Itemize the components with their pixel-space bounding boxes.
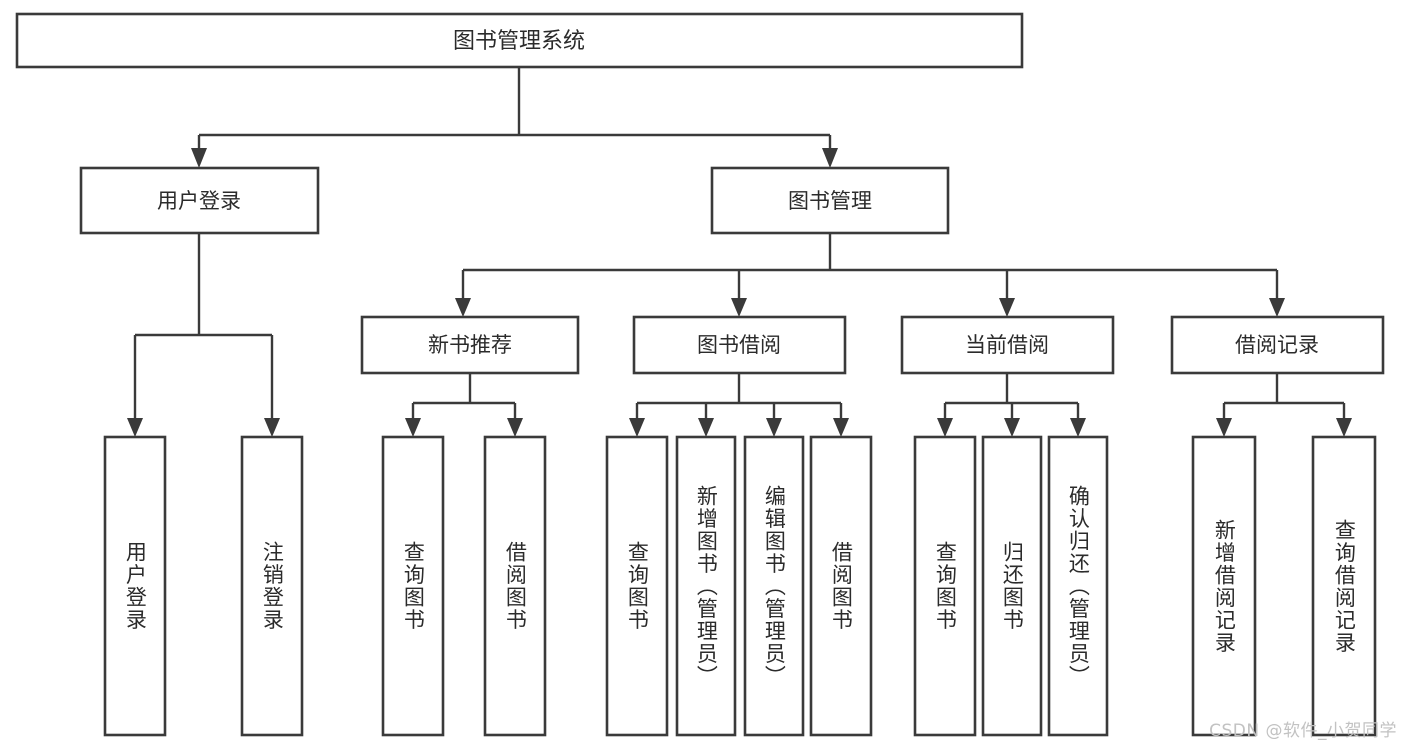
node-label-current-borrow: 当前借阅 — [965, 333, 1049, 357]
arrowhead-bb-leaf-4 — [833, 418, 849, 437]
node-label-new-book-recommend: 新书推荐 — [428, 333, 512, 357]
node-label-book-manage: 图书管理 — [788, 189, 872, 213]
arrowhead-nb-leaf-1 — [405, 418, 421, 437]
edges-new-book-to-leaves — [405, 373, 523, 437]
edges-root-to-level2 — [191, 67, 838, 168]
arrowhead-user-login — [191, 148, 207, 168]
node-box-new-book-recommend[interactable] — [360, 315, 580, 375]
edges-book-manage-to-level3 — [455, 233, 1285, 317]
leaf-box-user-login-0[interactable] — [103, 435, 167, 737]
node-box-root[interactable] — [15, 12, 1024, 69]
node-label-borrow-record: 借阅记录 — [1235, 333, 1319, 357]
arrowhead-book-manage — [822, 148, 838, 168]
node-label-user-login: 用户登录 — [157, 189, 241, 213]
leaf-box-current-borrow-0[interactable] — [913, 435, 977, 737]
arrowhead-cb-leaf-2 — [1004, 418, 1020, 437]
leaf-box-current-borrow-2[interactable] — [1047, 435, 1109, 737]
arrowhead-book-borrow — [731, 298, 747, 317]
arrowhead-bb-leaf-1 — [629, 418, 645, 437]
arrowhead-leaf-logout — [264, 418, 280, 437]
leaf-box-borrow-record-0[interactable] — [1191, 435, 1257, 737]
leaf-box-book-borrow-1[interactable] — [675, 435, 737, 737]
leaf-box-book-borrow-3[interactable] — [809, 435, 873, 737]
arrowhead-new-book-recommend — [455, 298, 471, 317]
node-box-book-borrow[interactable] — [632, 315, 847, 375]
node-box-user-login[interactable] — [79, 166, 320, 235]
node-label-root: 图书管理系统 — [453, 29, 585, 54]
leaf-box-user-login-1[interactable] — [240, 435, 304, 737]
arrowhead-current-borrow — [999, 298, 1015, 317]
arrowhead-cb-leaf-3 — [1070, 418, 1086, 437]
leaf-box-new-book-0[interactable] — [381, 435, 445, 737]
edges-book-borrow-to-leaves — [629, 373, 849, 437]
node-box-current-borrow[interactable] — [900, 315, 1115, 375]
arrowhead-leaf-user-login — [127, 418, 143, 437]
node-box-borrow-record[interactable] — [1170, 315, 1385, 375]
node-box-book-manage[interactable] — [710, 166, 950, 235]
arrowhead-bb-leaf-2 — [698, 418, 714, 437]
arrowhead-bb-leaf-3 — [766, 418, 782, 437]
arrowhead-borrow-record — [1269, 298, 1285, 317]
arrowhead-cb-leaf-1 — [937, 418, 953, 437]
leaf-box-current-borrow-1[interactable] — [981, 435, 1043, 737]
arrowhead-nb-leaf-2 — [507, 418, 523, 437]
arrowhead-br-leaf-2 — [1336, 418, 1352, 437]
edges-user-login-to-leaves — [127, 233, 280, 437]
node-label-book-borrow: 图书借阅 — [697, 333, 781, 357]
edges-borrow-record-to-leaves — [1216, 373, 1352, 437]
watermark: CSDN @软件_小贺同学 — [1209, 721, 1397, 741]
edges-current-borrow-to-leaves — [937, 373, 1086, 437]
leaf-box-book-borrow-0[interactable] — [605, 435, 669, 737]
leaf-box-book-borrow-2[interactable] — [743, 435, 805, 737]
leaf-box-new-book-1[interactable] — [483, 435, 547, 737]
arrowhead-br-leaf-1 — [1216, 418, 1232, 437]
leaf-box-borrow-record-1[interactable] — [1311, 435, 1377, 737]
